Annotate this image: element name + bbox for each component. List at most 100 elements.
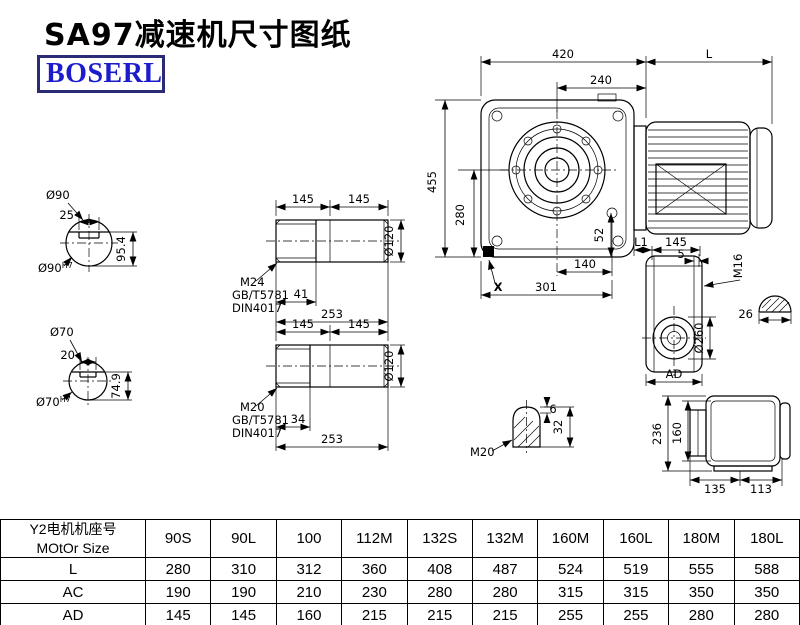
- dim-140: 140: [574, 257, 596, 271]
- key-detail-geometry: [512, 400, 541, 453]
- label-d70-h7: Ø70H7: [36, 395, 71, 409]
- cell: 524: [537, 557, 604, 581]
- dim-d120-top: Ø120: [382, 225, 396, 256]
- dim-ad: AD: [666, 367, 683, 381]
- cell: 230: [341, 580, 408, 604]
- motor-geometry: [633, 121, 773, 235]
- table-header-line1: Y2电机机座号: [29, 521, 117, 538]
- cell: 312: [275, 557, 343, 581]
- cell: 315: [537, 580, 604, 604]
- cell: 255: [537, 603, 604, 625]
- dim-240: 240: [590, 73, 612, 87]
- col-header-132m: 132M: [471, 519, 539, 558]
- dim-160: 160: [670, 422, 684, 444]
- dim-455: 455: [425, 171, 439, 193]
- dim-key-width-20: 20: [60, 348, 75, 362]
- table-header-motor-size: Y2电机机座号 MOtOr Size: [0, 519, 146, 558]
- dim-52: 52: [592, 228, 606, 243]
- dim-145-right: 145: [348, 192, 370, 206]
- dim-motor-length-L: L: [706, 47, 713, 61]
- col-header-160l: 160L: [602, 519, 670, 558]
- cell: 280: [668, 603, 735, 625]
- dim-135: 135: [704, 482, 726, 496]
- dim-5: 5: [677, 247, 684, 261]
- dim-d260: Ø260: [692, 322, 706, 353]
- label-x: X: [494, 280, 503, 294]
- shaft-view-top-geometry: [266, 219, 400, 263]
- key-detail: 6 32 M20: [470, 397, 574, 459]
- dim-145-left-b: 145: [292, 317, 314, 331]
- label-std-gbt5781-bottom: GB/T5781: [232, 413, 289, 427]
- table-header-row: Y2电机机座号 MOtOr Size 90S 90L 100 112M 132S…: [0, 519, 800, 558]
- cell: 210: [275, 580, 343, 604]
- cell: 160: [275, 603, 343, 625]
- label-thread-m16: M16: [731, 254, 745, 279]
- back-view: 236 160 135 113: [650, 395, 791, 496]
- row-label-ad: AD: [0, 603, 146, 625]
- table-row-l: L 280 310 312 360 408 487 524 519 555 58…: [0, 557, 800, 581]
- cell: 255: [602, 603, 670, 625]
- oil-plug-marker: [483, 246, 494, 257]
- col-header-112m: 112M: [341, 519, 408, 558]
- cell: 190: [210, 580, 277, 604]
- cell: 215: [406, 603, 473, 625]
- label-thread-m20: M20: [240, 400, 265, 414]
- shaft-view-bottom-geometry: [266, 344, 400, 388]
- dim-34: 34: [291, 412, 306, 426]
- label-std-gbt5781-top: GB/T5781: [232, 288, 289, 302]
- label-d90: Ø90: [46, 188, 70, 202]
- cell: 190: [144, 580, 212, 604]
- col-header-90s: 90S: [144, 519, 212, 558]
- side-view-geometry: [642, 255, 706, 376]
- table-row-ac: AC 190 190 210 230 280 280 315 315 350 3…: [0, 580, 800, 604]
- dim-l1: L1: [634, 235, 648, 249]
- cell: 145: [144, 603, 212, 625]
- dim-236: 236: [650, 423, 664, 445]
- dim-6: 6: [549, 402, 556, 416]
- dim-95-4: 95.4: [114, 236, 128, 262]
- col-header-100: 100: [275, 519, 343, 558]
- dim-113: 113: [750, 482, 772, 496]
- shaft-section-70: Ø70 20 74.9 Ø70H7: [36, 325, 132, 409]
- cell: 487: [471, 557, 539, 581]
- dim-420: 420: [552, 47, 574, 61]
- dim-d120-bottom: Ø120: [382, 350, 396, 381]
- technical-drawing: 420 L 240 455 280 52 140 301 X: [36, 47, 792, 496]
- cell: 588: [733, 557, 800, 581]
- col-header-160m: 160M: [537, 519, 604, 558]
- cell: 280: [144, 557, 212, 581]
- key-cross-section-geometry: [758, 295, 792, 313]
- cell: 519: [602, 557, 670, 581]
- back-view-geometry: [689, 395, 791, 472]
- dim-74-9: 74.9: [109, 373, 123, 399]
- label-d70: Ø70: [50, 325, 74, 339]
- dim-26: 26: [738, 307, 753, 321]
- label-thread-m20-detail: M20: [470, 445, 495, 459]
- dim-key-width-25: 25: [59, 208, 74, 222]
- brand-logo-box: BOSERL: [37, 55, 165, 93]
- gear-housing-geometry: [480, 93, 635, 276]
- dim-41: 41: [294, 287, 309, 301]
- cell: 315: [602, 580, 670, 604]
- dim-301: 301: [535, 280, 557, 294]
- dim-280: 280: [453, 204, 467, 226]
- cell: 408: [406, 557, 473, 581]
- dim-145-right-b: 145: [348, 317, 370, 331]
- dim-145-left: 145: [292, 192, 314, 206]
- label-d90-h7: Ø90H7: [38, 261, 73, 275]
- table-header-line2: MOtOr Size: [36, 539, 110, 556]
- page-title: SA97减速机尺寸图纸: [44, 18, 352, 53]
- shaft-section-90: Ø90 25 95.4 Ø90H7: [38, 188, 137, 275]
- cell: 280: [471, 580, 539, 604]
- main-view-dimensions: 420 L 240 455 280 52 140 301 X: [425, 47, 773, 299]
- col-header-132s: 132S: [406, 519, 473, 558]
- dim-32: 32: [551, 420, 565, 435]
- row-label-ac: AC: [0, 580, 146, 604]
- cell: 280: [733, 603, 800, 625]
- dim-253-bottom: 253: [321, 432, 343, 446]
- cell: 350: [668, 580, 735, 604]
- cell: 350: [733, 580, 800, 604]
- col-header-180m: 180M: [668, 519, 735, 558]
- dim-145-side: 145: [665, 235, 687, 249]
- cell: 215: [341, 603, 408, 625]
